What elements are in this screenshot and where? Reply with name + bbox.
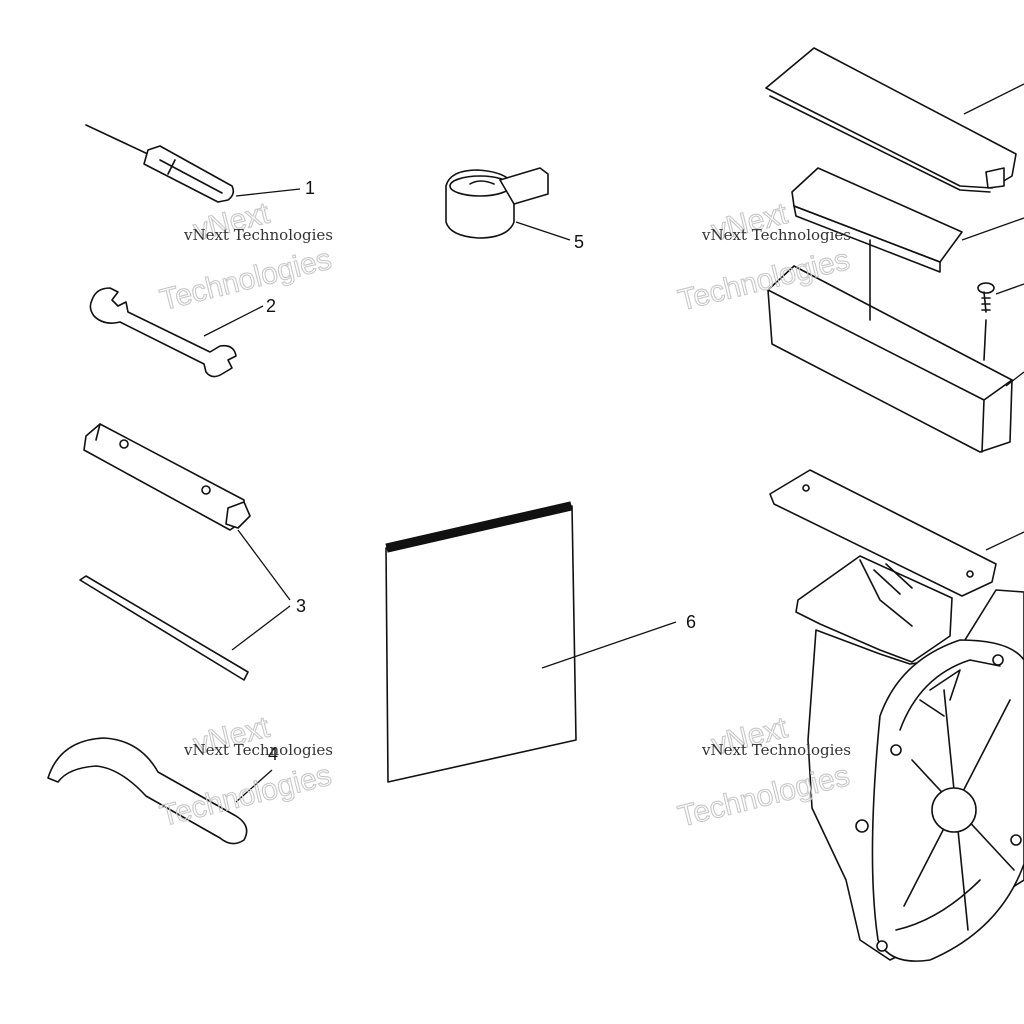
toolbox-tray-icon [767, 239, 1013, 453]
callout-1: 1 [305, 178, 315, 198]
callout-6: 6 [686, 612, 696, 632]
leader-line [235, 769, 273, 803]
watermark: vNext vNext Technologies Technologies [156, 196, 335, 318]
leader-line [995, 283, 1024, 295]
spanner-hook-icon [47, 737, 248, 845]
housing-icon [769, 469, 1024, 962]
svg-text:vNext Technologies: vNext Technologies [701, 741, 851, 759]
leader-line [985, 531, 1024, 551]
toolbox-pad-icon [791, 167, 963, 273]
leader-line [963, 83, 1024, 115]
watermark: vNext vNext Technologies Technologies [156, 710, 335, 834]
tommy-bar-icon [79, 575, 249, 681]
leader-line [961, 217, 1024, 241]
toolbox-lid-icon [765, 47, 1017, 193]
callout-2: 2 [266, 296, 276, 316]
manual-icon [385, 501, 577, 783]
screw-icon [977, 282, 995, 361]
callout-3: 3 [296, 596, 306, 616]
callout-5: 5 [574, 232, 584, 252]
screwdriver-icon [85, 124, 235, 203]
svg-text:Technologies: Technologies [157, 759, 335, 833]
leader-line [541, 621, 677, 669]
socket-wrench-icon [83, 423, 251, 531]
leader-line [237, 529, 291, 601]
leader-line [231, 605, 291, 651]
svg-text:vNext Technologies: vNext Technologies [183, 226, 333, 244]
callout-4: 4 [268, 744, 278, 764]
svg-text:Technologies: Technologies [157, 243, 335, 317]
leader-line [515, 221, 571, 241]
tape-roll-icon [445, 167, 549, 239]
leader-line [203, 305, 264, 337]
leader-line [1005, 371, 1024, 387]
svg-text:vNext Technologies: vNext Technologies [701, 226, 851, 244]
wrench-icon [89, 287, 237, 378]
leader-line [235, 188, 301, 197]
svg-text:vNext Technologies: vNext Technologies [183, 741, 333, 759]
